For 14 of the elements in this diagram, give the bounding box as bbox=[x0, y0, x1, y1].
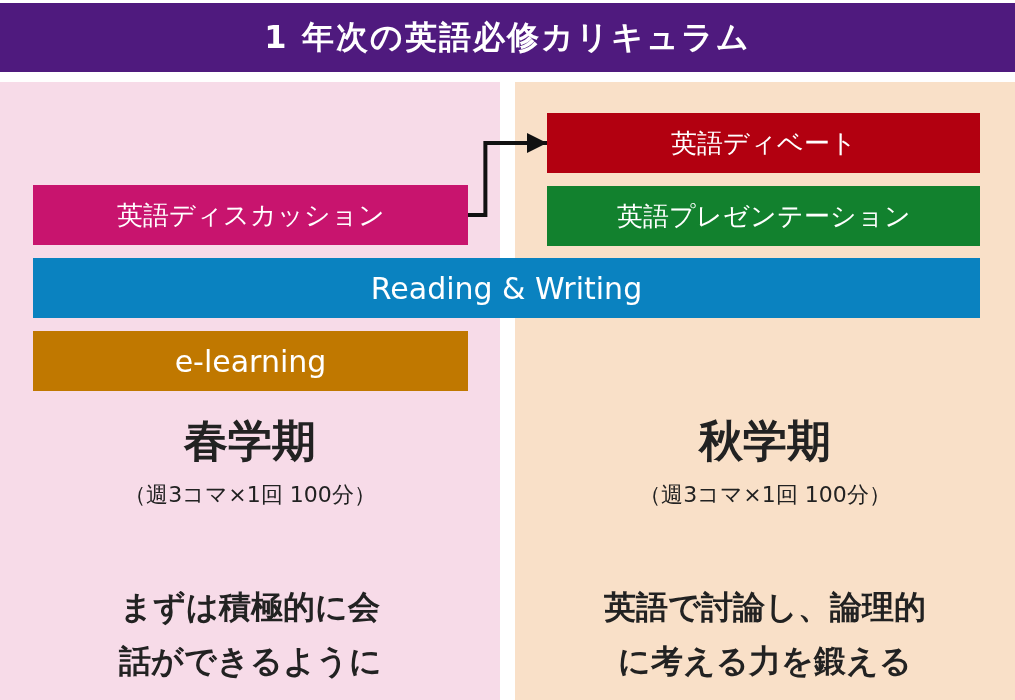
course-bar: e-learning bbox=[33, 331, 468, 391]
goal-text: まずは積極的に会話ができるように bbox=[117, 587, 383, 683]
schedule-text: （週3コマ×1回 100分） bbox=[638, 481, 892, 509]
schedule-text: （週3コマ×1回 100分） bbox=[123, 481, 377, 509]
arrow bbox=[468, 133, 547, 217]
title-banner: 1 年次の英語必修カリキュラム bbox=[0, 3, 1015, 72]
course-bar: 英語プレゼンテーション bbox=[547, 186, 980, 246]
course-bar: Reading & Writing bbox=[33, 258, 980, 318]
semester-panel bbox=[0, 82, 500, 700]
semester-heading: 秋学期 bbox=[697, 414, 832, 468]
course-bar: 英語ディベート bbox=[547, 113, 980, 173]
course-bar: 英語ディスカッション bbox=[33, 185, 468, 245]
goal-text: 英語で討論し、論理的に考える力を鍛える bbox=[603, 587, 927, 683]
semester-heading: 春学期 bbox=[183, 414, 317, 468]
